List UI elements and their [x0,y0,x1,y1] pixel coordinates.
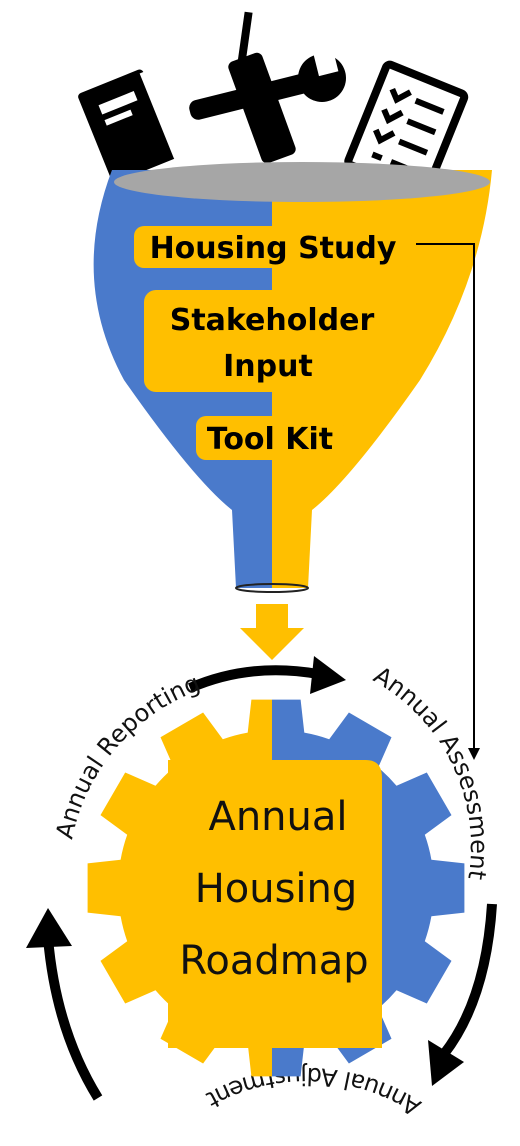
stakeholder-input-box [144,290,398,392]
gear-label-line2: Housing [195,866,358,912]
housing-study-box [134,226,412,268]
funnel: Housing Study Stakeholder Input Tool Kit [93,162,492,593]
gear-center [168,760,382,1048]
book-icon [78,69,180,183]
housing-study-label: Housing Study [150,231,397,266]
connector-line [416,243,475,756]
cycle-arrow-top [188,656,346,694]
roadmap-gear: Annual Housing Roadmap [87,699,465,1077]
gear-label-line1: Annual [208,794,347,840]
tool-kit-label: Tool Kit [207,422,333,457]
funnel-rim [114,162,490,202]
annual-adjustment-label: Annual Adjustment [202,1062,426,1122]
cycle-arrow-right [428,903,497,1086]
funnel-spout [235,583,309,593]
tool-kit-box [196,416,344,460]
stakeholder-label-line1: Stakeholder [170,303,375,338]
gear-label-line3: Roadmap [179,938,368,984]
connector-arrowhead [468,748,480,760]
stakeholder-label-line2: Input [223,349,313,384]
cycle-arrow-left [26,908,103,1101]
wrench-screwdriver-icon [189,11,346,164]
down-arrow [240,604,304,660]
